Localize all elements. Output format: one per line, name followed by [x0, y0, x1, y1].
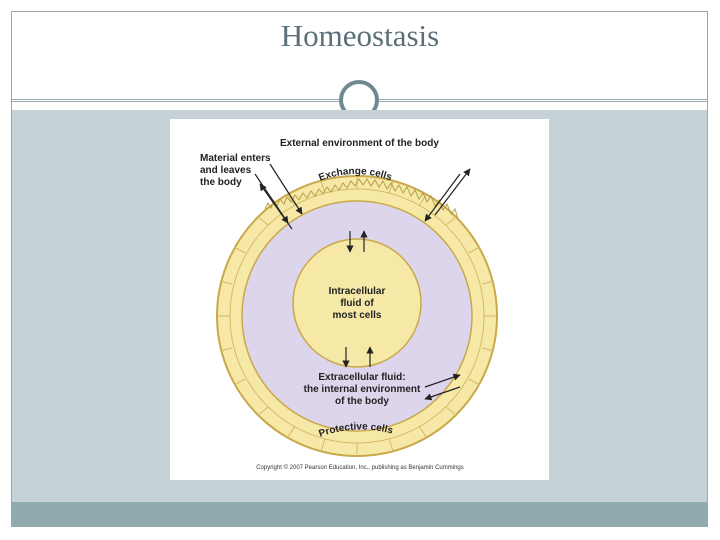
footer-bar	[12, 502, 707, 526]
slide-title: Homeostasis	[280, 18, 440, 53]
intracellular-fluid	[292, 238, 422, 368]
arrow-exchange-right-out	[434, 168, 471, 216]
label-intracellular-line3: most cells	[333, 310, 382, 321]
homeostasis-diagram: External environment of the body Materia…	[170, 119, 549, 480]
arrow-exchange-left	[269, 163, 303, 215]
label-material-line2: and leaves	[200, 165, 252, 176]
label-extracellular-line3: of the body	[335, 396, 389, 407]
label-extracellular-line1: Extracellular fluid:	[318, 372, 405, 383]
arrow-extracellular-right-out	[424, 373, 461, 388]
arrow-exchange-right-in	[424, 173, 461, 222]
label-intracellular-line1: Intracellular	[329, 286, 386, 297]
label-copyright: Copyright © 2007 Pearson Education, Inc.…	[256, 464, 464, 471]
arrow-extracellular-right-in	[424, 386, 461, 401]
label-material-line1: Material enters	[200, 153, 271, 164]
label-material-line3: the body	[200, 177, 242, 188]
label-extracellular-line2: the internal environment	[304, 384, 421, 395]
label-external-environment: External environment of the body	[280, 138, 439, 149]
arrow-material-leaves	[259, 183, 293, 230]
title-divider-right	[379, 99, 707, 102]
label-intracellular-line2: fluid of	[340, 298, 374, 309]
title-divider-left	[12, 99, 339, 102]
